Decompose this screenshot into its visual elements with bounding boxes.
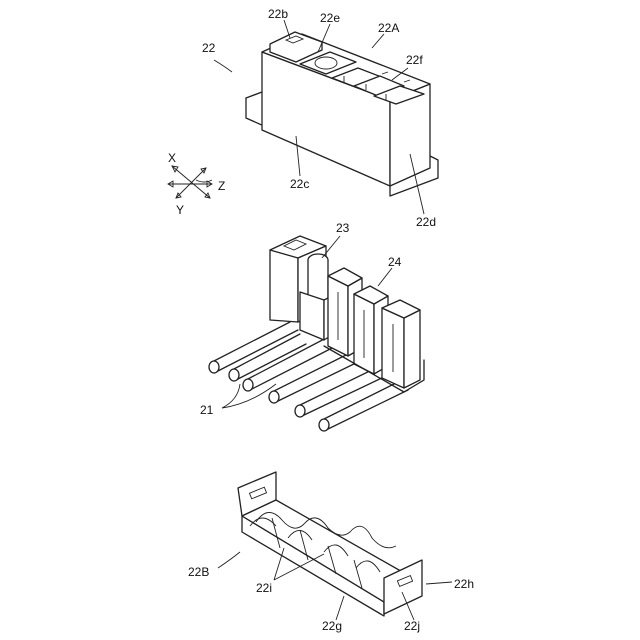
axis-label-y: Y	[176, 203, 184, 217]
label-22A: 22A	[378, 21, 399, 35]
label-22: 22	[202, 41, 216, 55]
axis-label-z: Z	[218, 179, 225, 193]
label-22i: 22i	[256, 581, 272, 595]
terminal-left	[270, 250, 298, 322]
label-21: 21	[200, 403, 214, 417]
label-22c: 22c	[290, 177, 309, 191]
label-22B: 22B	[188, 565, 209, 579]
label-22j: 22j	[404, 619, 420, 633]
axis-label-x: X	[168, 151, 176, 165]
label-24: 24	[388, 255, 402, 269]
label-22h: 22h	[454, 577, 474, 591]
label-22f: 22f	[406, 53, 423, 67]
label-23: 23	[336, 221, 350, 235]
label-22b: 22b	[268, 7, 288, 21]
label-22d: 22d	[416, 215, 436, 229]
label-22g: 22g	[322, 619, 342, 633]
label-22e: 22e	[320, 11, 340, 25]
terminals-24	[324, 268, 424, 392]
